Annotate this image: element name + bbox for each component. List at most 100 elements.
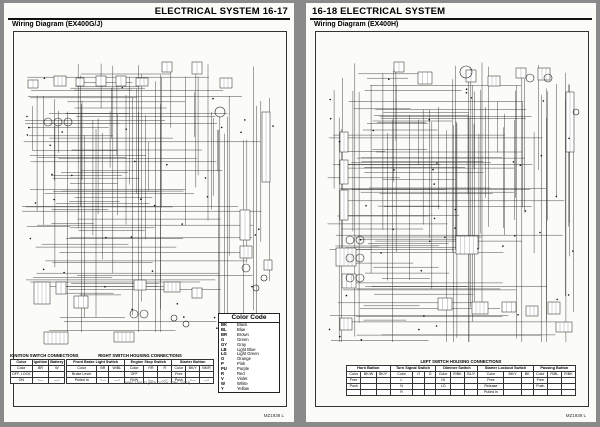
- component-symbol: [355, 235, 365, 245]
- right-wiring-diagram: [327, 61, 580, 342]
- component-symbol: [260, 274, 268, 282]
- right-page-header: 16-18 ELECTRICAL SYSTEM: [312, 6, 446, 17]
- junction-dot: [338, 140, 341, 143]
- junction-dot: [470, 97, 473, 99]
- junction-dot: [130, 236, 133, 238]
- component-symbol: [543, 73, 553, 83]
- ls-cell: [423, 389, 437, 396]
- junction-dot: [454, 227, 456, 229]
- component-symbol: [345, 235, 355, 245]
- junction-dot: [393, 169, 395, 171]
- junction-dot: [502, 245, 504, 247]
- junction-dot: [272, 125, 274, 127]
- color-code-title: Color Code: [219, 314, 279, 323]
- component-symbol: [170, 314, 178, 322]
- ls-cell: [360, 389, 377, 396]
- left-header-rule: [8, 18, 290, 20]
- junction-dot: [345, 294, 348, 297]
- junction-dot: [329, 117, 332, 120]
- junction-dot: [429, 240, 431, 243]
- junction-dot: [140, 198, 142, 200]
- right-switch-group-0: Front Brake Light Switch: [65, 359, 126, 366]
- color-code-abbr: O: [221, 356, 225, 362]
- component-symbol: [355, 273, 365, 283]
- junction-dot: [121, 87, 124, 89]
- color-code-name: Yellow: [237, 385, 249, 391]
- junction-dot: [204, 177, 207, 179]
- color-code-abbr: G: [221, 336, 225, 342]
- left-diagram-frame: [13, 31, 287, 407]
- left-page-subtitle: Wiring Diagram (EX400G/J): [12, 21, 103, 28]
- right-switch-housing-table: Front Brake Light Switch Engine Stop Swi…: [65, 359, 214, 384]
- connector-box: [437, 297, 453, 311]
- ls-cell: [560, 389, 577, 396]
- ls-cell: [375, 389, 391, 396]
- right-footer-code: MZ1939 L: [565, 413, 586, 418]
- color-code-abbr: LB: [221, 346, 227, 352]
- component-symbol: [63, 117, 73, 127]
- connector-box: [339, 317, 353, 331]
- right-header-rule: [310, 18, 592, 20]
- junction-dot: [328, 328, 331, 331]
- junction-dot: [339, 335, 341, 338]
- junction-dot: [436, 162, 438, 164]
- junction-dot: [372, 129, 375, 132]
- rs-cell: Pulled In: [65, 377, 98, 384]
- color-code-name: Light Blue: [237, 346, 256, 352]
- color-code-name: Purple: [237, 366, 250, 372]
- junction-dot: [524, 210, 527, 212]
- right-switch-table-caption: RIGHT SWITCH HOUSING CONNECTIONS: [98, 353, 182, 358]
- connector-box: [133, 279, 147, 291]
- color-code-row: O Orange: [219, 356, 279, 362]
- junction-dot: [105, 236, 107, 239]
- left-page: ELECTRICAL SYSTEM 16-17 Wiring Diagram (…: [4, 3, 294, 422]
- connector-box: [113, 331, 135, 343]
- junction-dot: [42, 268, 45, 271]
- connector-box: [417, 71, 433, 85]
- junction-dot: [444, 236, 446, 238]
- color-code-name: Violet: [237, 375, 248, 381]
- component-symbol: [129, 309, 139, 319]
- ignition-cell: OFF, LOCK: [10, 371, 33, 378]
- junction-dot: [433, 217, 436, 220]
- junction-dot: [34, 202, 37, 204]
- component-symbol: [252, 284, 260, 292]
- connector-box: [547, 301, 561, 315]
- rs-cell: ○—: [142, 377, 159, 384]
- connector-box: [239, 245, 253, 259]
- component-symbol: [459, 65, 473, 79]
- junction-dot: [71, 174, 73, 177]
- junction-dot: [240, 131, 242, 134]
- color-code-abbr: BR: [221, 331, 228, 337]
- junction-dot: [360, 339, 363, 341]
- junction-dot: [435, 325, 438, 327]
- ls-cell: R: [389, 389, 414, 396]
- junction-dot: [365, 205, 367, 207]
- connector-box: [501, 301, 517, 313]
- junction-dot: [181, 223, 183, 225]
- junction-dot: [53, 198, 55, 201]
- color-code-name: Orange: [237, 356, 251, 362]
- ignition-cell: ON: [10, 377, 33, 384]
- color-code-abbr: LG: [221, 351, 227, 357]
- left-page-header: ELECTRICAL SYSTEM 16-17: [154, 6, 288, 17]
- color-code-abbr: W: [221, 380, 225, 386]
- right-switch-group-1: Engine Stop Switch: [124, 359, 173, 366]
- ls-cell: [547, 389, 562, 396]
- component-symbol: [53, 117, 63, 127]
- component-symbol: [182, 320, 190, 328]
- junction-dot: [477, 248, 479, 250]
- component-symbol: [345, 273, 355, 283]
- rs-cell: —○: [199, 377, 214, 384]
- connector-box: [537, 67, 551, 81]
